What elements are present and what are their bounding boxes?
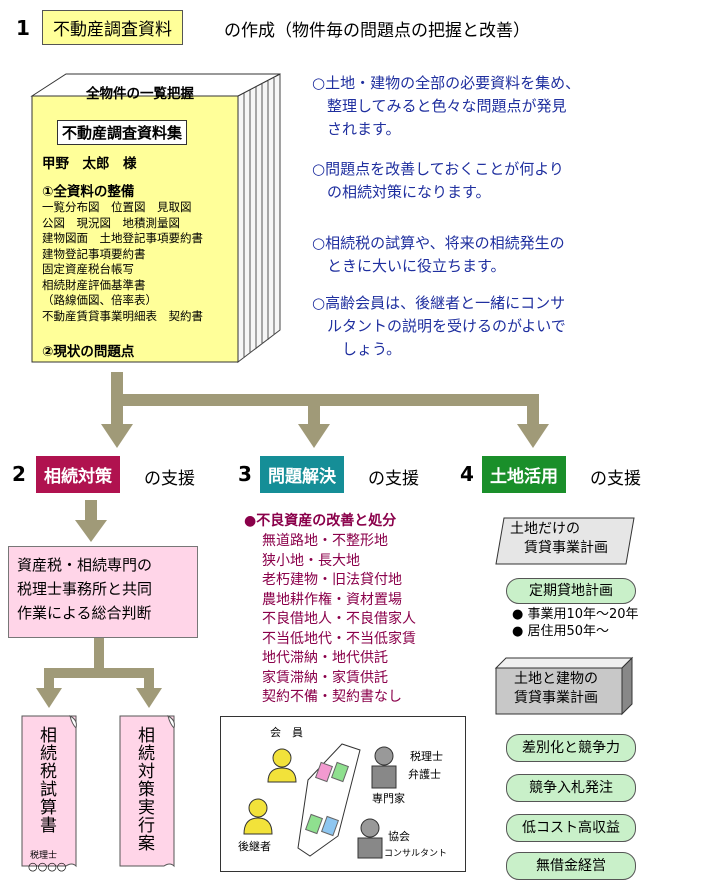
building-plan-shape [494,656,634,716]
section2-number: 2 [12,462,26,486]
scroll1-sub2: ○○○○ [28,860,67,873]
book-item: （路線価図、倍率表） [42,293,157,307]
expert-mid-label: 弁護士 [408,768,441,781]
successor-person-icon [243,798,273,835]
problem-item: 無道路地・不整形地 [262,533,388,549]
document-icon [304,813,324,835]
document-icon [314,761,334,783]
expert-person-icon [371,746,397,789]
scroll2-text: 相続対策実行案 [134,726,154,852]
problem-item: 老朽建物・旧法貸付地 [262,572,402,588]
book-item: 公図 現況図 地積測量図 [42,215,180,230]
book-item: 建物登記事項要約書 [42,246,146,261]
fixed-land-plan-pill: 定期貸地計画 [506,578,636,604]
table-shape [297,743,361,857]
section4-label: 土地活用 [482,456,566,493]
book-item: 相続財産評価基準書 [42,277,146,292]
problem-item: 狭小地・長大地 [262,552,360,569]
land-plan-text: 土地だけの 賃貸事業計画 [510,521,608,556]
problem-item: 不当低地代・不当低家賃 [262,630,416,647]
member-label: 会 員 [270,726,303,739]
book-item: 不動産賃貸事業明細表 契約書 [42,308,203,323]
term-bullets: ● 事業用10年〜20年 ● 居住用50年〜 [512,607,639,639]
bidding-pill: 競争入札発注 [506,774,636,802]
section2-suffix: の支援 [144,469,195,489]
problem-list: 無道路地・不整形地 狭小地・長大地 老朽建物・旧法貸付地 農地耕作権・資材置場 … [262,532,416,708]
note-4: ○高齢会員は、後継者と一緒にコンサ ルタントの説明を受けるのがよいで しょう。 [312,294,566,358]
book-section1: ①全資料の整備 [42,184,135,200]
section2-label: 相続対策 [36,456,120,493]
association-person-icon [357,818,383,859]
note-3: ○相続税の試算や、将来の相続発生の ときに大いに役立ちます。 [312,234,565,275]
problem-item: 不良借地人・不良借家人 [262,611,416,627]
member-person-icon [267,748,297,783]
consultation-figures [243,743,397,859]
book-inner-title: 不動産調査資料集 [57,120,188,145]
note-2: ○問題点を改善しておくことが何より の相続対策になります。 [312,160,564,201]
problem-heading: ●不良資産の改善と処分 [244,513,397,529]
problem-item: 家賃滞納・家賃供託 [262,669,388,686]
scroll1-text: 相続税試算書 [36,726,56,834]
note-1: ○土地・建物の全部の必要資料を集め、 整理してみると色々な問題点が発見 されます… [312,74,581,138]
section4-suffix: の支援 [590,469,641,489]
section3-number: 3 [238,462,252,486]
section3-label: 問題解決 [260,456,344,493]
expert-top-label: 税理士 [410,750,443,763]
book-section2: ②現状の問題点 [42,344,135,360]
header-boxed-title: 不動産調査資料 [42,10,183,45]
successor-label: 後継者 [238,840,271,853]
scroll1-sub: 税理士 [30,851,58,861]
section4-number: 4 [460,462,474,486]
book-top-label: 全物件の一覧把握 [86,86,194,102]
section3-suffix: の支援 [368,469,419,489]
book-owner: 甲野 太郎 様 [42,156,137,172]
header-rest: の作成（物件毎の問題点の把握と改善） [224,21,530,41]
scroll-shapes [21,715,175,868]
tax-office-box: 資産税・相続専門の 税理士事務所と共同 作業による総合判断 [8,546,198,638]
land-plan-shape [495,517,635,565]
building-plan-text: 土地と建物の 賃貸事業計画 [514,671,598,706]
problem-item: 農地耕作権・資材置場 [262,591,402,608]
association-top-label: 協会 [388,830,410,843]
debt-free-pill: 無借金経営 [506,852,636,880]
document-icon [320,815,340,837]
book-item: 一覧分布図 位置図 見取図 [42,200,192,214]
expert-label: 専門家 [372,792,405,805]
header-number: 1 [16,16,30,40]
document-icon [330,761,350,783]
low-cost-pill: 低コスト高収益 [506,814,636,842]
problem-item: 地代滞納・地代供託 [262,650,388,666]
differentiation-pill: 差別化と競争力 [506,734,636,762]
book-item: 建物図面 土地登記事項要約書 [42,231,203,245]
problem-item: 契約不備・契約書なし [262,689,402,705]
association-label: コンサルタント [384,849,448,859]
book-item: 固定資産税台帳写 [42,262,134,276]
